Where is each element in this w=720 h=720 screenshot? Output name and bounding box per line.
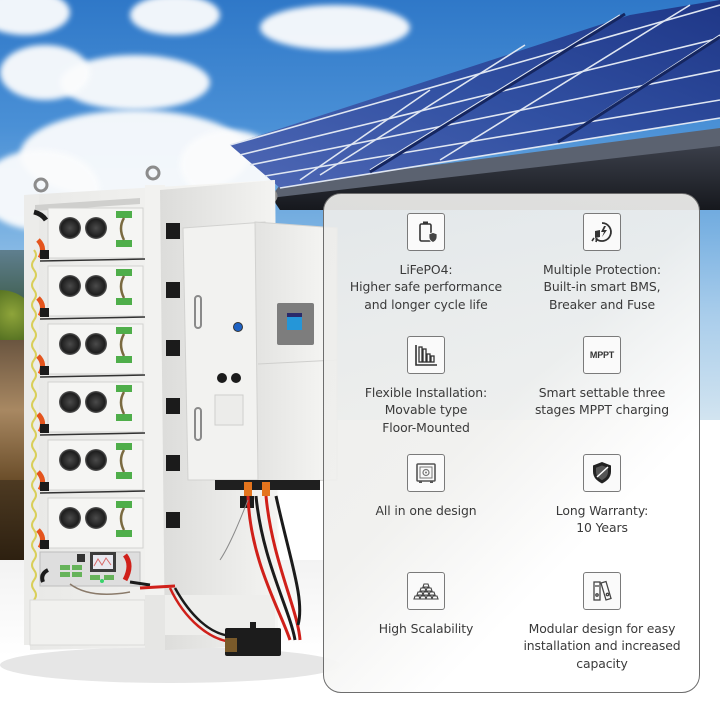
cooling-fan-icon bbox=[85, 391, 107, 413]
battery-module bbox=[36, 497, 144, 550]
power-cables bbox=[139, 495, 302, 644]
panel-surface bbox=[230, 0, 720, 188]
roof-edge bbox=[270, 128, 720, 198]
battery-module bbox=[36, 323, 146, 378]
feature-all-in-one: All in one design bbox=[332, 454, 520, 519]
cooling-fan-icon bbox=[85, 507, 107, 529]
side-vents bbox=[166, 223, 180, 528]
battery-storage-cabinet bbox=[0, 165, 340, 683]
feature-label: High Scalability bbox=[378, 621, 474, 636]
feature-multiple-protection: Multiple Protection: Built-in smart BMS,… bbox=[508, 213, 696, 313]
coiled-cable bbox=[31, 249, 37, 601]
battery-module bbox=[36, 265, 146, 320]
battery-modules bbox=[36, 207, 146, 550]
cooling-fan-icon bbox=[59, 507, 81, 529]
cooling-fan-icon bbox=[59, 275, 81, 297]
dc-switch bbox=[231, 373, 241, 383]
cooling-fan-icon bbox=[59, 391, 81, 413]
cooling-fan-icon bbox=[59, 333, 81, 355]
panel-frame-lines bbox=[229, 4, 720, 189]
feature-modular-design: Modular design for easy installation and… bbox=[508, 572, 696, 672]
mppt-icon: MPPT bbox=[583, 336, 621, 374]
panel-gaps bbox=[369, 12, 720, 174]
cloud bbox=[260, 5, 410, 50]
center-post bbox=[145, 185, 165, 650]
stacked-bars-icon bbox=[407, 572, 445, 610]
door-handle bbox=[194, 407, 202, 441]
dc-switch bbox=[217, 373, 227, 383]
power-button bbox=[233, 322, 243, 332]
feature-label: Modular design for easy installation and… bbox=[523, 621, 681, 671]
feature-label: Smart settable three stages MPPT chargin… bbox=[534, 385, 670, 418]
battery-module bbox=[36, 381, 146, 436]
battery-module bbox=[36, 207, 146, 262]
bar-chart-icon bbox=[407, 336, 445, 374]
feature-label: LiFePO4: Higher safe performance and lon… bbox=[349, 262, 503, 312]
cooling-fan-icon bbox=[85, 333, 107, 355]
bms-control-unit bbox=[39, 551, 151, 595]
battery-shield-icon bbox=[407, 213, 445, 251]
mppt-icon-text: MPPT bbox=[589, 350, 615, 360]
hybrid-inverter bbox=[182, 221, 338, 508]
cooling-fan-icon bbox=[59, 217, 81, 239]
cloud bbox=[130, 0, 220, 35]
feature-label: Long Warranty: 10 Years bbox=[555, 503, 649, 536]
cooling-fan-icon bbox=[59, 449, 81, 471]
feature-lifepo4: LiFePO4: Higher safe performance and lon… bbox=[332, 213, 520, 313]
feature-long-warranty: Long Warranty: 10 Years bbox=[508, 454, 696, 537]
cooling-fan-icon bbox=[85, 275, 107, 297]
feature-flexible-installation: Flexible Installation: Movable type Floo… bbox=[332, 336, 520, 436]
feature-label: Flexible Installation: Movable type Floo… bbox=[364, 385, 488, 435]
inverter-display bbox=[287, 313, 302, 330]
plug-protection-icon bbox=[583, 213, 621, 251]
breaker-box bbox=[225, 628, 281, 656]
feature-label: Multiple Protection: Built-in smart BMS,… bbox=[542, 262, 662, 312]
door-handle bbox=[194, 295, 202, 329]
warranty-shield-icon bbox=[583, 454, 621, 492]
battery-module bbox=[36, 439, 146, 494]
feature-mppt-charging: MPPT Smart settable three stages MPPT ch… bbox=[508, 336, 696, 419]
cooling-fan-icon bbox=[85, 217, 107, 239]
cooling-fan-icon bbox=[85, 449, 107, 471]
cabinet-shadow bbox=[0, 647, 340, 683]
features-panel: LiFePO4: Higher safe performance and lon… bbox=[323, 193, 700, 693]
modular-binders-icon bbox=[583, 572, 621, 610]
feature-label: All in one design bbox=[375, 503, 477, 518]
safe-box-icon bbox=[407, 454, 445, 492]
cloud bbox=[0, 45, 90, 100]
feature-high-scalability: High Scalability bbox=[332, 572, 520, 637]
